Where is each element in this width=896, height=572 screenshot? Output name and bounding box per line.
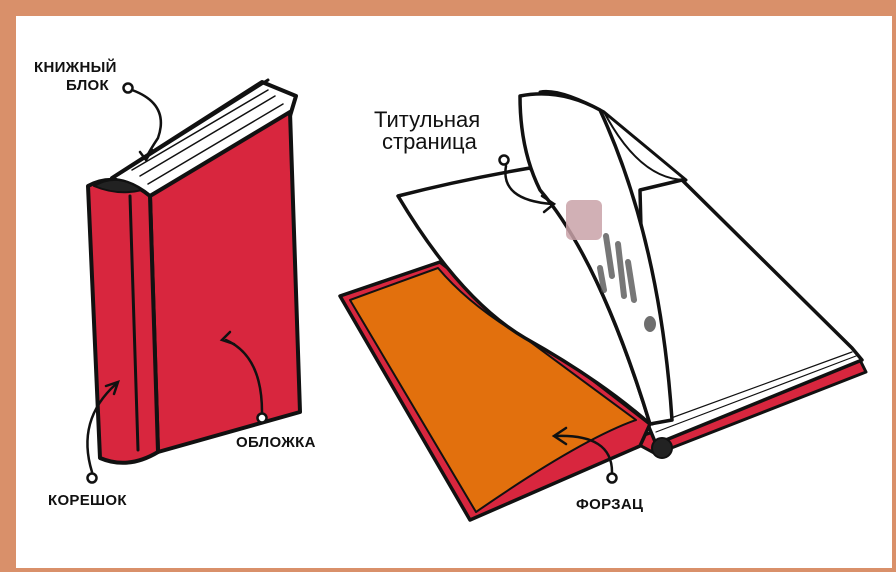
label-title-page-line2: страница [382, 130, 477, 154]
cover-pointer [258, 414, 267, 423]
book-block-pointer [124, 84, 133, 93]
endpaper-pointer [608, 474, 617, 483]
spine-pointer [88, 474, 97, 483]
spine [88, 180, 158, 463]
label-endpaper: ФОРЗАЦ [576, 496, 643, 513]
right-page-block [640, 180, 862, 444]
label-spine: КОРЕШОК [48, 492, 127, 509]
label-book-block-line1: КНИЖНЫЙ [34, 59, 117, 76]
label-cover: ОБЛОЖКА [236, 434, 316, 451]
label-book-block-line2: БЛОК [66, 77, 109, 94]
open-book [340, 91, 866, 520]
closed-book [88, 80, 300, 463]
title-page-pointer [500, 156, 509, 165]
